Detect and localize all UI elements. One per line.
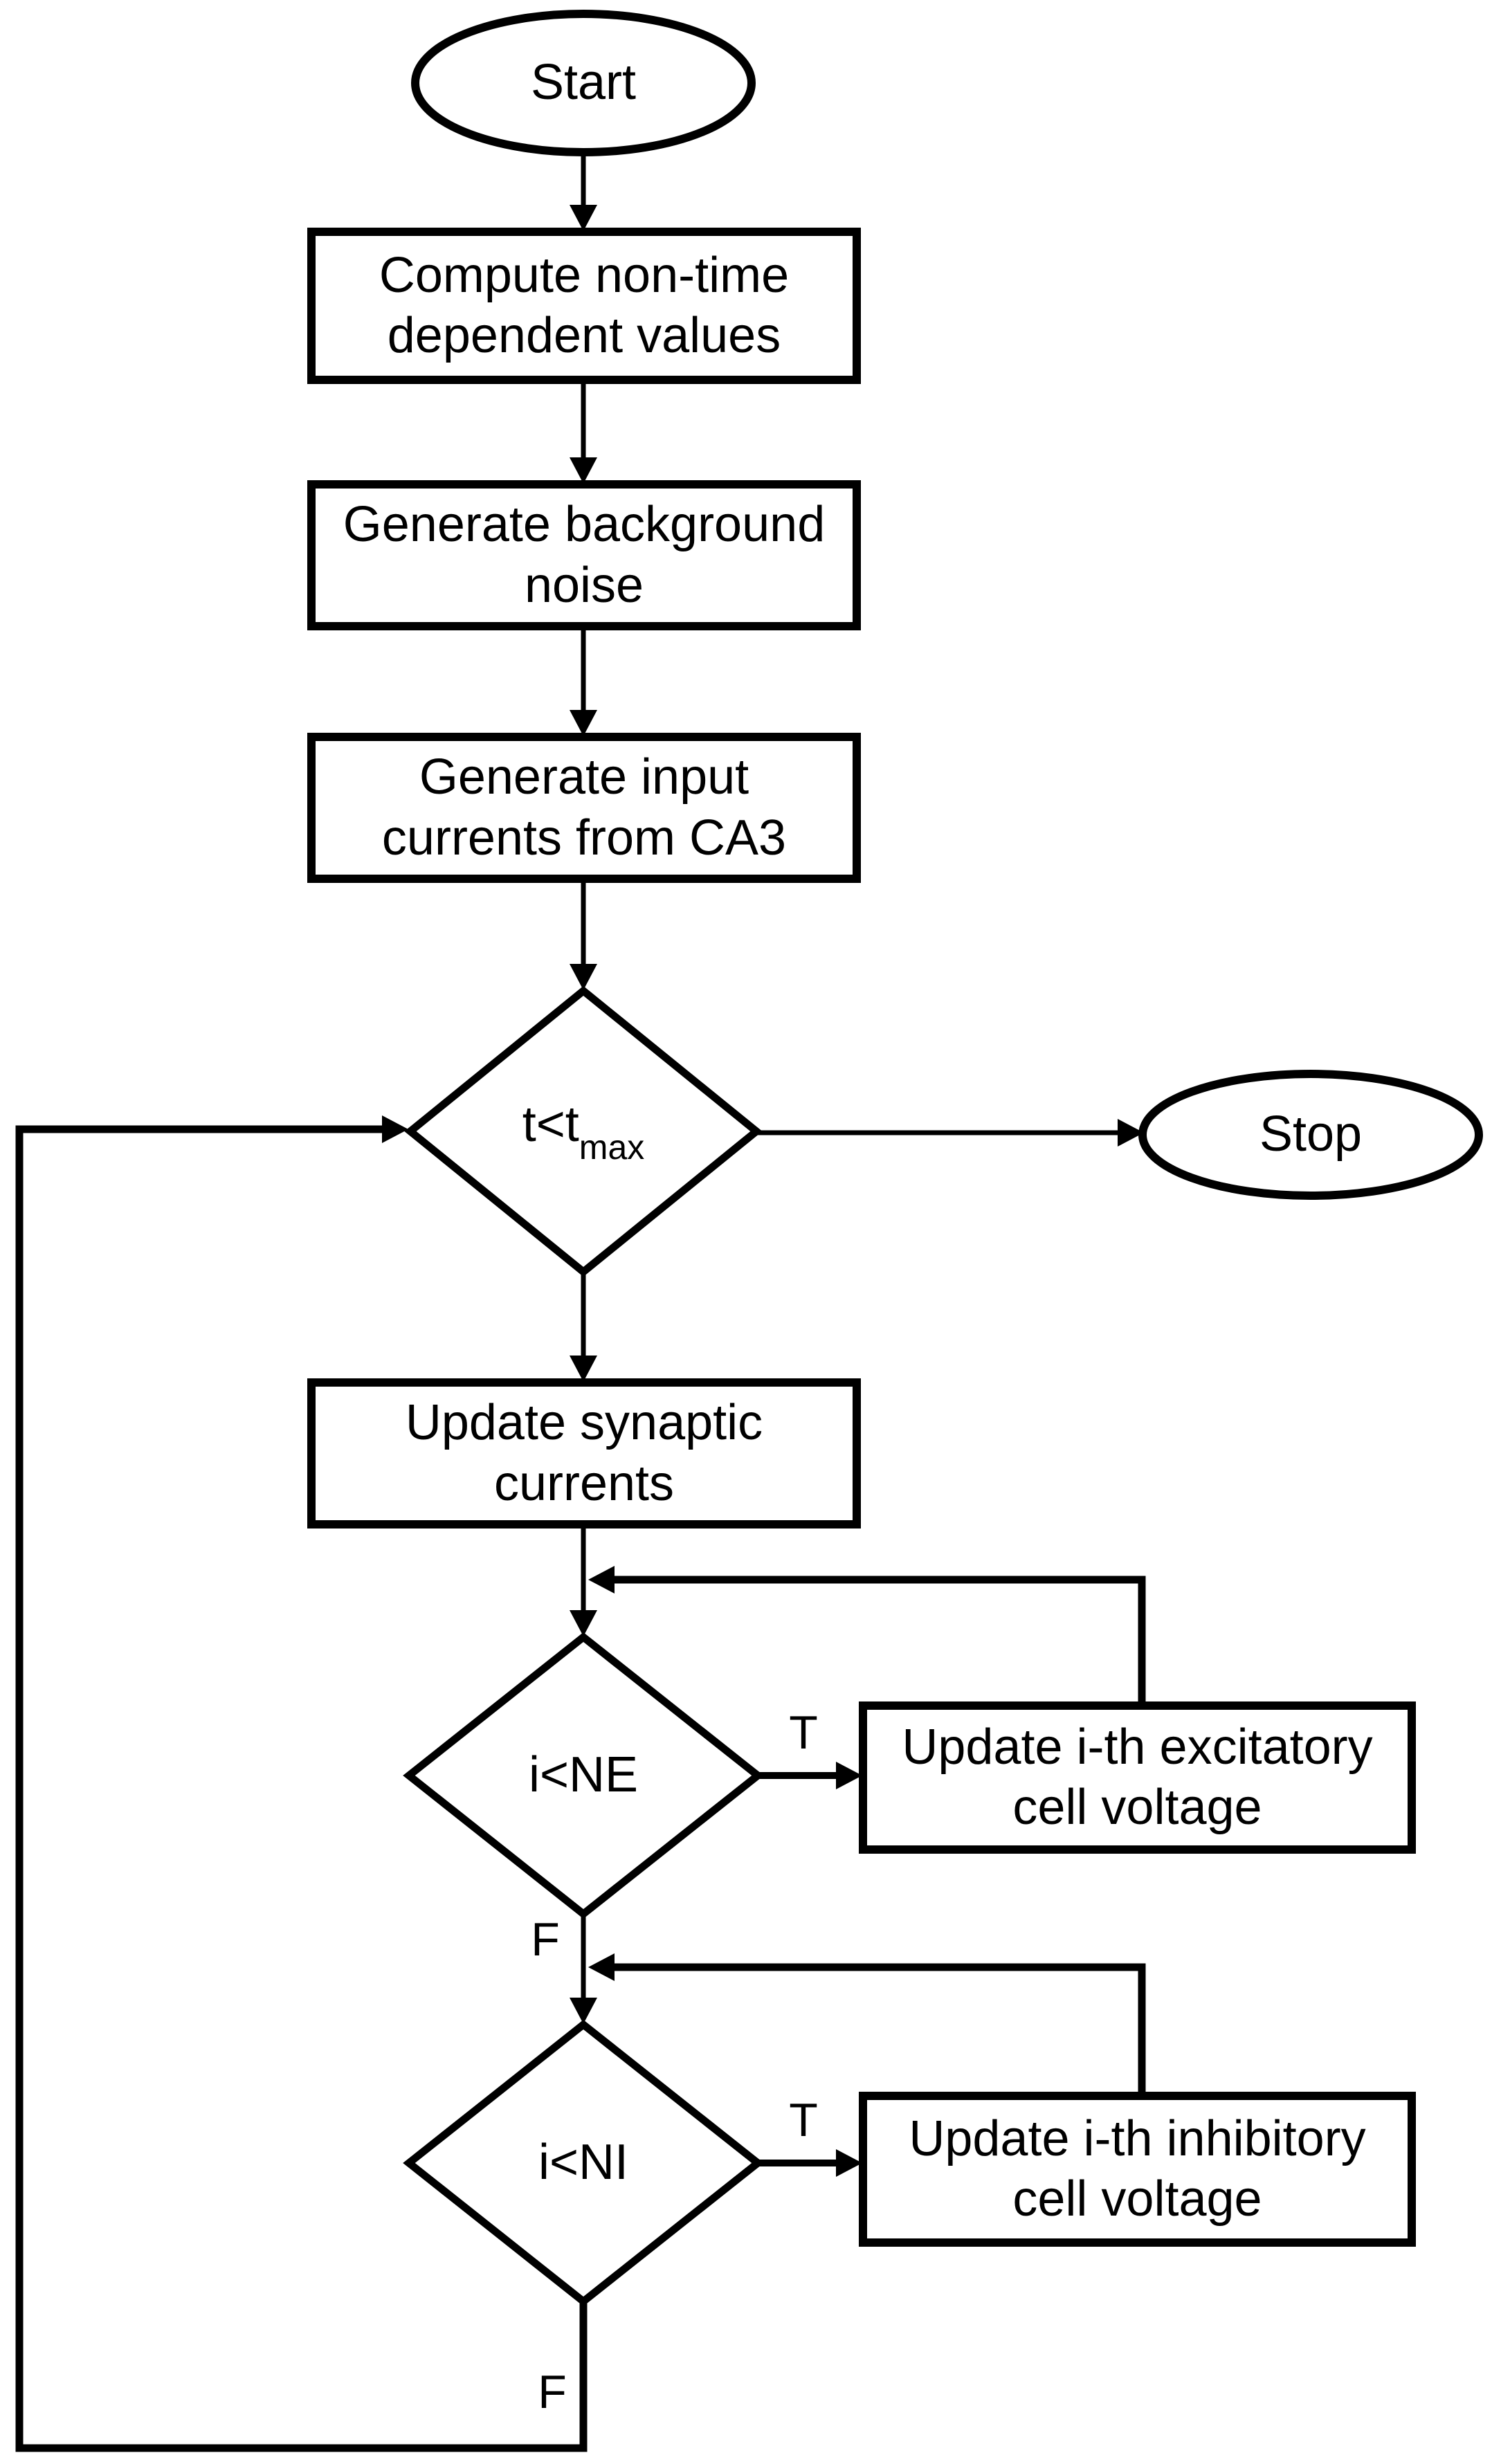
compute-process-shape [307,228,861,384]
arrowhead-down-noise [570,457,597,484]
arrowhead-right-stop [1118,1119,1144,1147]
input-ca3-process-shape [307,733,861,883]
synaptic-process-shape [307,1378,861,1528]
arrowhead-left-excitatory-return [588,1566,615,1594]
arrowhead-down-timecheck [570,964,597,990]
ne-check-decision-shape [403,1632,764,1919]
arrowhead-down-input [570,710,597,736]
arrowhead-down-compute [570,205,597,231]
edge-nicheck-timecheck-false-loop [15,1125,588,2452]
edge-inhibitory-return-loop [613,1963,1146,2096]
arrowhead-left-inhibitory-return [588,1953,615,1981]
noise-process-shape [307,480,861,630]
start-terminator-shape [411,10,756,156]
arrowhead-right-timecheck-loop [382,1115,408,1143]
arrowhead-down-synaptic [570,1356,597,1382]
time-check-decision-shape [404,985,763,1277]
ni-check-decision-shape [403,2019,764,2307]
arrowhead-down-necheck [570,1610,597,1636]
arrowhead-right-inhibitory [836,2149,862,2177]
arrowhead-right-excitatory [836,1762,862,1789]
arrowhead-down-nicheck [570,1998,597,2024]
inhibitory-process-shape [859,2092,1416,2247]
edge-excitatory-return-loop [613,1576,1146,1706]
excitatory-process-shape [859,1701,1416,1854]
stop-terminator-shape [1138,1070,1483,1200]
